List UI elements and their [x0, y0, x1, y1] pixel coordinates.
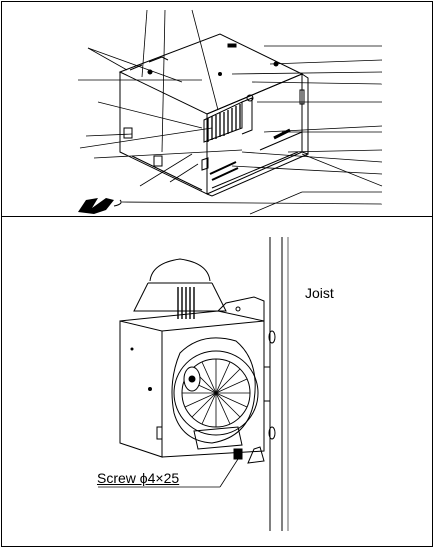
screw — [233, 448, 243, 460]
housing-side — [119, 320, 163, 458]
fan-unit-parts-drawing — [78, 9, 383, 215]
parts-overview-panel — [1, 1, 433, 217]
joist-label: Joist — [305, 285, 334, 301]
duct-collar — [149, 258, 211, 282]
joist-mounting-drawing — [98, 237, 289, 531]
joist-mounting-panel: Joist Screw ϕ4×25 — [1, 216, 433, 547]
mounting-bracket-top — [217, 296, 265, 323]
housing-front — [161, 320, 265, 458]
blower-housing — [171, 337, 256, 444]
mounting-bracket-bottom — [247, 446, 265, 464]
housing-right-face — [206, 73, 303, 195]
mounting-hardware-icon — [78, 198, 114, 214]
screw-label: Screw ϕ4×25 — [97, 470, 180, 486]
blower-wheel — [203, 101, 243, 143]
blower-wheel — [173, 350, 259, 436]
housing-left-face — [119, 72, 208, 195]
